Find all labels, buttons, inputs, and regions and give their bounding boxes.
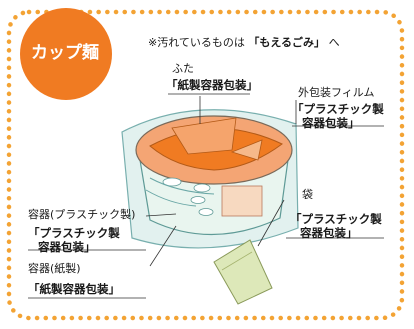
- plastic-bag: [213, 239, 273, 305]
- plastic-container-name: 容器(プラスチック製): [28, 208, 136, 221]
- lid-tab: [230, 139, 263, 161]
- lid-category: 「紙製容器包装」: [166, 78, 258, 92]
- cup-oval: [193, 183, 211, 193]
- note-prefix: ※汚れているものは: [148, 36, 245, 49]
- cup-oval: [162, 177, 182, 187]
- bag-category-line1: 「プラスチック製: [290, 212, 382, 226]
- paper-container-name: 容器(紙製): [28, 262, 81, 275]
- cup-stripe: [145, 189, 197, 207]
- note-emphasis: 「もえるごみ」: [248, 36, 326, 49]
- leader-line-bag: [257, 199, 285, 247]
- outer-film-name: 外包装フィルム: [298, 86, 375, 99]
- lid-flap: [171, 117, 237, 155]
- lid-name: ふた: [172, 62, 194, 75]
- bag-name: 袋: [302, 188, 313, 201]
- note-suffix: へ: [328, 36, 340, 49]
- paper-container-category: 「紙製容器包装」: [28, 282, 120, 296]
- label-sticker: [221, 185, 263, 217]
- cup-oval: [190, 196, 206, 204]
- title-badge-circle: [20, 8, 112, 100]
- leader-line-paper-container: [149, 225, 177, 267]
- cup-stripe: [149, 177, 215, 195]
- title-badge-text: カップ麺: [31, 43, 99, 63]
- leader-line-plastic-container: [145, 213, 177, 217]
- note-text: ※汚れているものは 「もえるごみ」 へ: [148, 34, 340, 50]
- plastic-bag-fold: [221, 251, 253, 271]
- plastic-container-category-line1: 「プラスチック製: [28, 226, 120, 240]
- cup-oval: [198, 208, 214, 216]
- outer-film-category-line1: 「プラスチック製: [292, 102, 384, 116]
- plastic-container-category-line2: 容器包装」: [38, 240, 96, 254]
- bag-category-line2: 容器包装」: [300, 226, 358, 240]
- outer-film-category-line2: 容器包装」: [302, 116, 360, 130]
